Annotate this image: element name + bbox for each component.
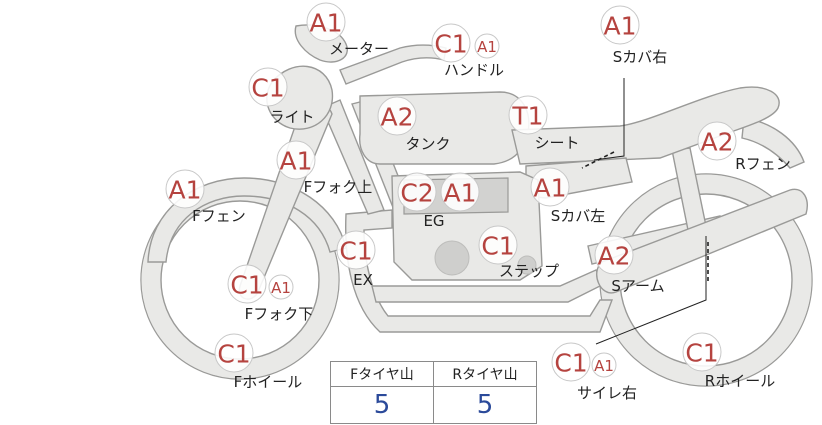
front-fork-lower-grade-text: C1 [230,271,263,300]
rear-fender-shape [741,117,805,169]
front-fork-lower-grade-text: A1 [271,279,291,297]
engine-grade-text: C2 [400,179,433,208]
light-grade-text: C1 [251,74,284,103]
light-label: ライト [269,108,314,126]
leader-lines [581,78,709,345]
rear-fender-label: Rフェン [735,155,790,173]
rear-wheel-grade-badge: C1 [682,332,722,372]
muffler-right-label: サイレ右 [577,384,637,402]
swing-arm-grade-badge: A2 [594,235,634,275]
swing-arm-label: Sアーム [611,277,664,295]
handle-grade-text: C1 [434,30,467,59]
muffler-right-grade-text: C1 [554,349,587,378]
muffler-right-grade-badge: C1 [551,342,591,382]
front-wheel-grade-badge: C1 [214,333,254,373]
front-fork-upper-grade-badge: A1 [276,140,316,180]
swing-arm-grade-text: A2 [597,242,630,271]
light-grade-badge: C1 [248,67,288,107]
tank-label: タンク [405,135,450,153]
side-cover-right-grade-badge: A1 [600,5,640,45]
rear-fender-grade-text: A2 [700,128,733,157]
rear-tire-tread-header: Rタイヤ山 [433,361,537,387]
engine-case-shape [434,240,470,276]
handle-grade-badge: C1 [431,23,471,63]
tank-grade-text: A2 [380,103,413,132]
front-fork-lower-label: Fフォク下 [245,305,314,323]
exhaust-grade-text: C1 [339,237,372,266]
side-cover-right-label: Sカバ右 [613,48,668,66]
step-grade-text: C1 [481,232,514,261]
front-fork-upper-label: Fフォク上 [304,178,373,196]
muffler-shape [596,188,808,294]
step-grade-badge: C1 [478,225,518,265]
front-fork-lower-grade-badge: A1 [268,274,294,300]
handle-grade-badge: A1 [474,33,500,59]
rear-fender-grade-badge: A2 [697,121,737,161]
step-label: ステップ [499,262,559,280]
engine-label: EG [423,212,444,230]
front-wheel-grade-text: C1 [217,340,250,369]
frame-main-shape [321,99,385,215]
meter-label: メーター [329,40,389,58]
side-cover-right-grade-text: A1 [603,12,636,41]
exhaust-label: EX [353,271,373,289]
front-tire-tread-header: Fタイヤ山 [330,361,434,387]
exhaust-grade-badge: C1 [336,230,376,270]
rear-wheel-grade-text: C1 [685,339,718,368]
tank-grade-badge: A2 [377,96,417,136]
seat-label: シート [534,134,579,152]
muffler-right-grade-text: A1 [594,357,614,375]
handle-grade-text: A1 [477,38,497,56]
front-fork-lower-grade-badge: C1 [227,264,267,304]
rear-wheel-label: Rホイール [705,372,775,390]
engine-grade-badge: A1 [440,172,480,212]
side-cover-left-grade-badge: A1 [530,167,570,207]
engine-grade-text: A1 [443,179,476,208]
side-cover-left-label: Sカバ左 [551,207,606,225]
muffler-right-grade-badge: A1 [591,352,617,378]
step-peg-shape [517,255,537,275]
meter-grade-text: A1 [309,9,342,38]
engine-grade-badge: C2 [397,172,437,212]
meter-grade-badge: A1 [306,2,346,42]
front-fork-upper-grade-text: A1 [279,147,312,176]
side-cover-left-grade-text: A1 [533,174,566,203]
handle-label: ハンドル [444,61,504,79]
tire-tread-table: Fタイヤ山 Rタイヤ山 5 5 [330,361,537,424]
seat-grade-text: T1 [511,102,543,131]
front-fender-label: Fフェン [192,207,246,225]
front-fender-grade-badge: A1 [165,169,205,209]
rear-tire-tread-value: 5 [433,386,537,424]
front-fender-grade-text: A1 [168,176,201,205]
seat-shape [511,86,780,165]
front-tire-tread-value: 5 [330,386,434,424]
front-wheel-label: Fホイール [234,373,303,391]
seat-grade-badge: T1 [508,95,548,135]
